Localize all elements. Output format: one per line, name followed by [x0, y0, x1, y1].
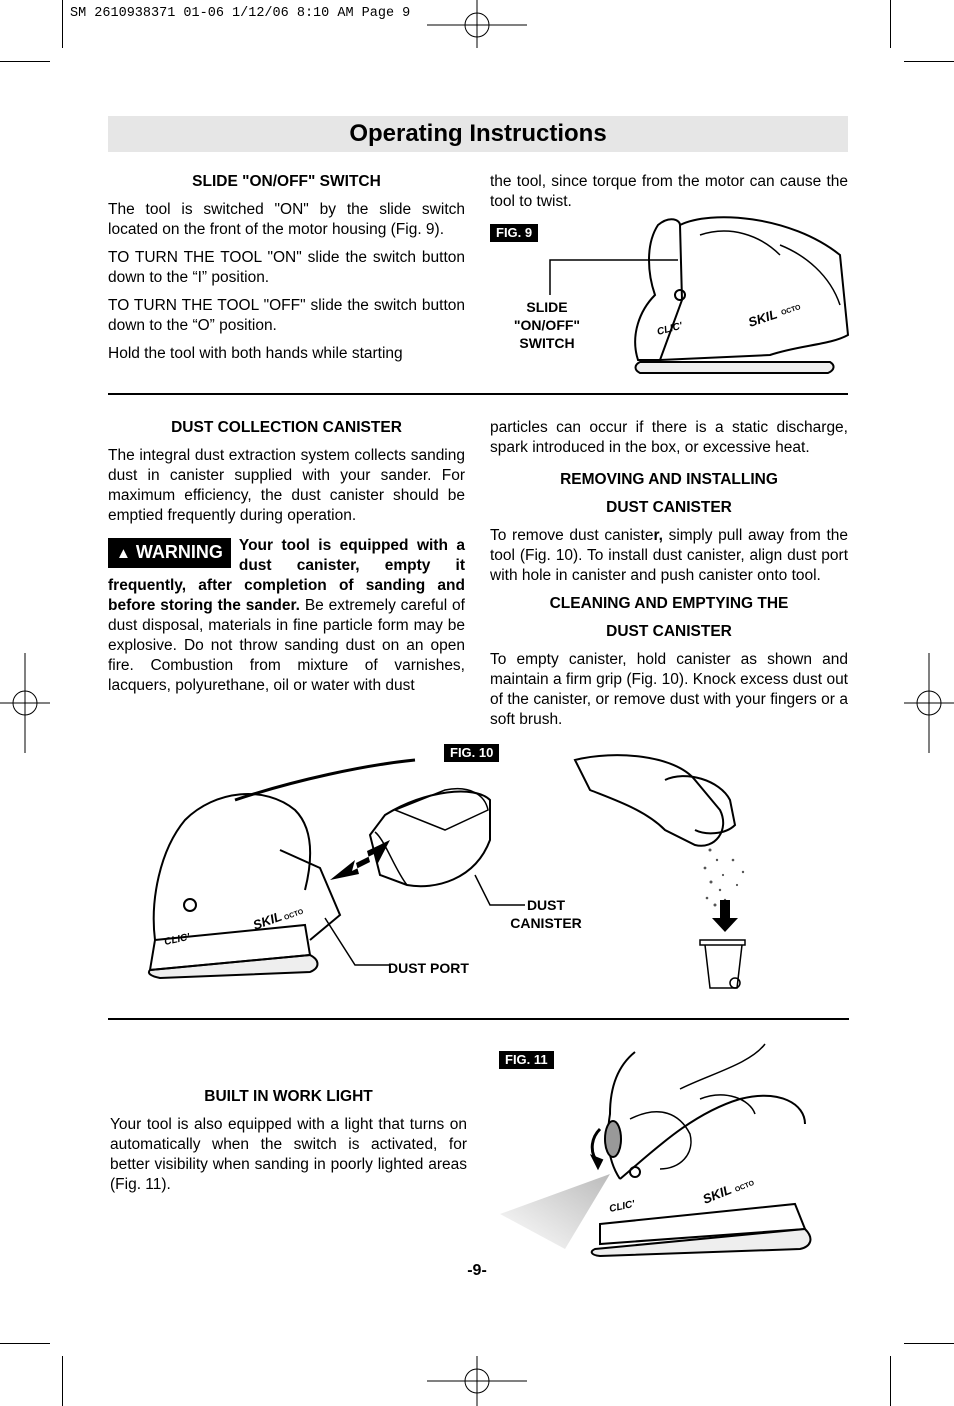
text-span: r,: [653, 527, 663, 544]
callout-text: SLIDE: [526, 299, 568, 315]
slide-switch-section: SLIDE "ON/OFF" SWITCH The tool is switch…: [108, 172, 465, 372]
fig11-brand-sub: OCTO: [734, 1180, 756, 1194]
text-span: To remove dust caniste: [490, 527, 654, 544]
fig10-canister-callout: DUST CANISTER: [500, 896, 592, 932]
paragraph: TO TURN THE TOOL "ON" slide the switch b…: [108, 249, 465, 286]
crop-mark: [890, 1356, 891, 1406]
dust-right-column: particles can occur if there is a static…: [490, 418, 848, 738]
crop-mark: [62, 0, 63, 48]
fig11-illustration: SKIL OCTO CLIC': [500, 1043, 812, 1258]
fig9-callout: SLIDE "ON/OFF" SWITCH: [502, 298, 592, 352]
warning-triangle-icon: ▲: [116, 545, 131, 562]
page-number: -9-: [467, 1262, 487, 1279]
work-light-section: BUILT IN WORK LIGHT Your tool is also eq…: [110, 1087, 467, 1203]
callout-text: DUST: [526, 897, 566, 913]
callout-text: "ON/OFF": [513, 317, 581, 333]
warning-badge: ▲ WARNING: [108, 538, 231, 568]
section-heading: DUST CANISTER: [606, 623, 732, 640]
crop-mark: [890, 0, 891, 48]
crop-mark: [904, 61, 954, 62]
paragraph: Your tool is also equipped with a light …: [110, 1116, 467, 1193]
section-heading: REMOVING AND INSTALLING: [560, 471, 778, 488]
section-divider: [108, 393, 848, 395]
page-title: Operating Instructions: [349, 120, 607, 147]
callout-text: CANISTER: [510, 915, 582, 931]
paragraph: particles can occur if there is a static…: [490, 419, 848, 456]
fig11-clic: CLIC': [608, 1199, 636, 1215]
paragraph: Hold the tool with both hands while star…: [108, 345, 403, 362]
section-heading: CLEANING AND EMPTYING THE: [549, 595, 789, 612]
section-heading: SLIDE "ON/OFF" SWITCH: [192, 173, 381, 190]
fig11-label: FIG. 11: [499, 1051, 554, 1069]
fig9-brand-sub: OCTO: [780, 304, 802, 317]
paragraph: To empty canister, hold canister as show…: [490, 651, 848, 728]
warning-text: Be extremely careful of dust disposal, m…: [108, 597, 465, 694]
warning-label: WARNING: [135, 542, 223, 562]
crop-mark: [904, 1343, 954, 1344]
section-heading: DUST COLLECTION CANISTER: [171, 419, 402, 436]
title-bar: Operating Instructions: [108, 116, 848, 152]
dust-collection-section: DUST COLLECTION CANISTER The integral du…: [108, 418, 465, 704]
section-divider: [108, 1018, 849, 1020]
light-beam: [500, 1174, 610, 1249]
crop-mark: [62, 1356, 63, 1406]
paragraph: The tool is switched "ON" by the slide s…: [108, 201, 465, 238]
fig10-clic: CLIC': [163, 932, 191, 948]
warning-bold-text: Your tool is equipped with a dust canist…: [108, 537, 465, 614]
warning-paragraph: ▲ WARNING Your tool is equipped with a d…: [108, 536, 465, 696]
print-slug: SM 2610938371 01-06 1/12/06 8:10 AM Page…: [70, 6, 411, 21]
paragraph: The integral dust extraction system coll…: [108, 447, 465, 524]
text-span: simply pull away from the tool (Fig. 10)…: [490, 527, 848, 584]
fig9-label: FIG. 9: [490, 224, 539, 242]
fig10-port-callout: DUST PORT: [388, 960, 469, 976]
fig10-illustration: SKIL OCTO CLIC': [147, 754, 746, 989]
section-heading: DUST CANISTER: [606, 499, 732, 516]
paragraph: TO TURN THE TOOL "OFF" slide the switch …: [108, 297, 465, 334]
crop-mark: [0, 1343, 50, 1344]
fig10-label: FIG. 10: [444, 744, 500, 762]
fig9-brand: SKIL: [746, 306, 779, 329]
paragraph: the tool, since torque from the motor ca…: [490, 173, 848, 210]
section-heading: BUILT IN WORK LIGHT: [204, 1088, 373, 1105]
fig10-brand-sub: OCTO: [283, 908, 305, 922]
fig11-brand: SKIL: [701, 1182, 734, 1207]
callout-text: SWITCH: [519, 335, 575, 351]
crop-mark: [0, 61, 50, 62]
fig9-sander-illustration: SKIL OCTO CLIC': [549, 216, 850, 374]
slide-switch-continued: the tool, since torque from the motor ca…: [490, 172, 848, 220]
paragraph: To remove dust canister, simply pull awa…: [490, 526, 848, 586]
